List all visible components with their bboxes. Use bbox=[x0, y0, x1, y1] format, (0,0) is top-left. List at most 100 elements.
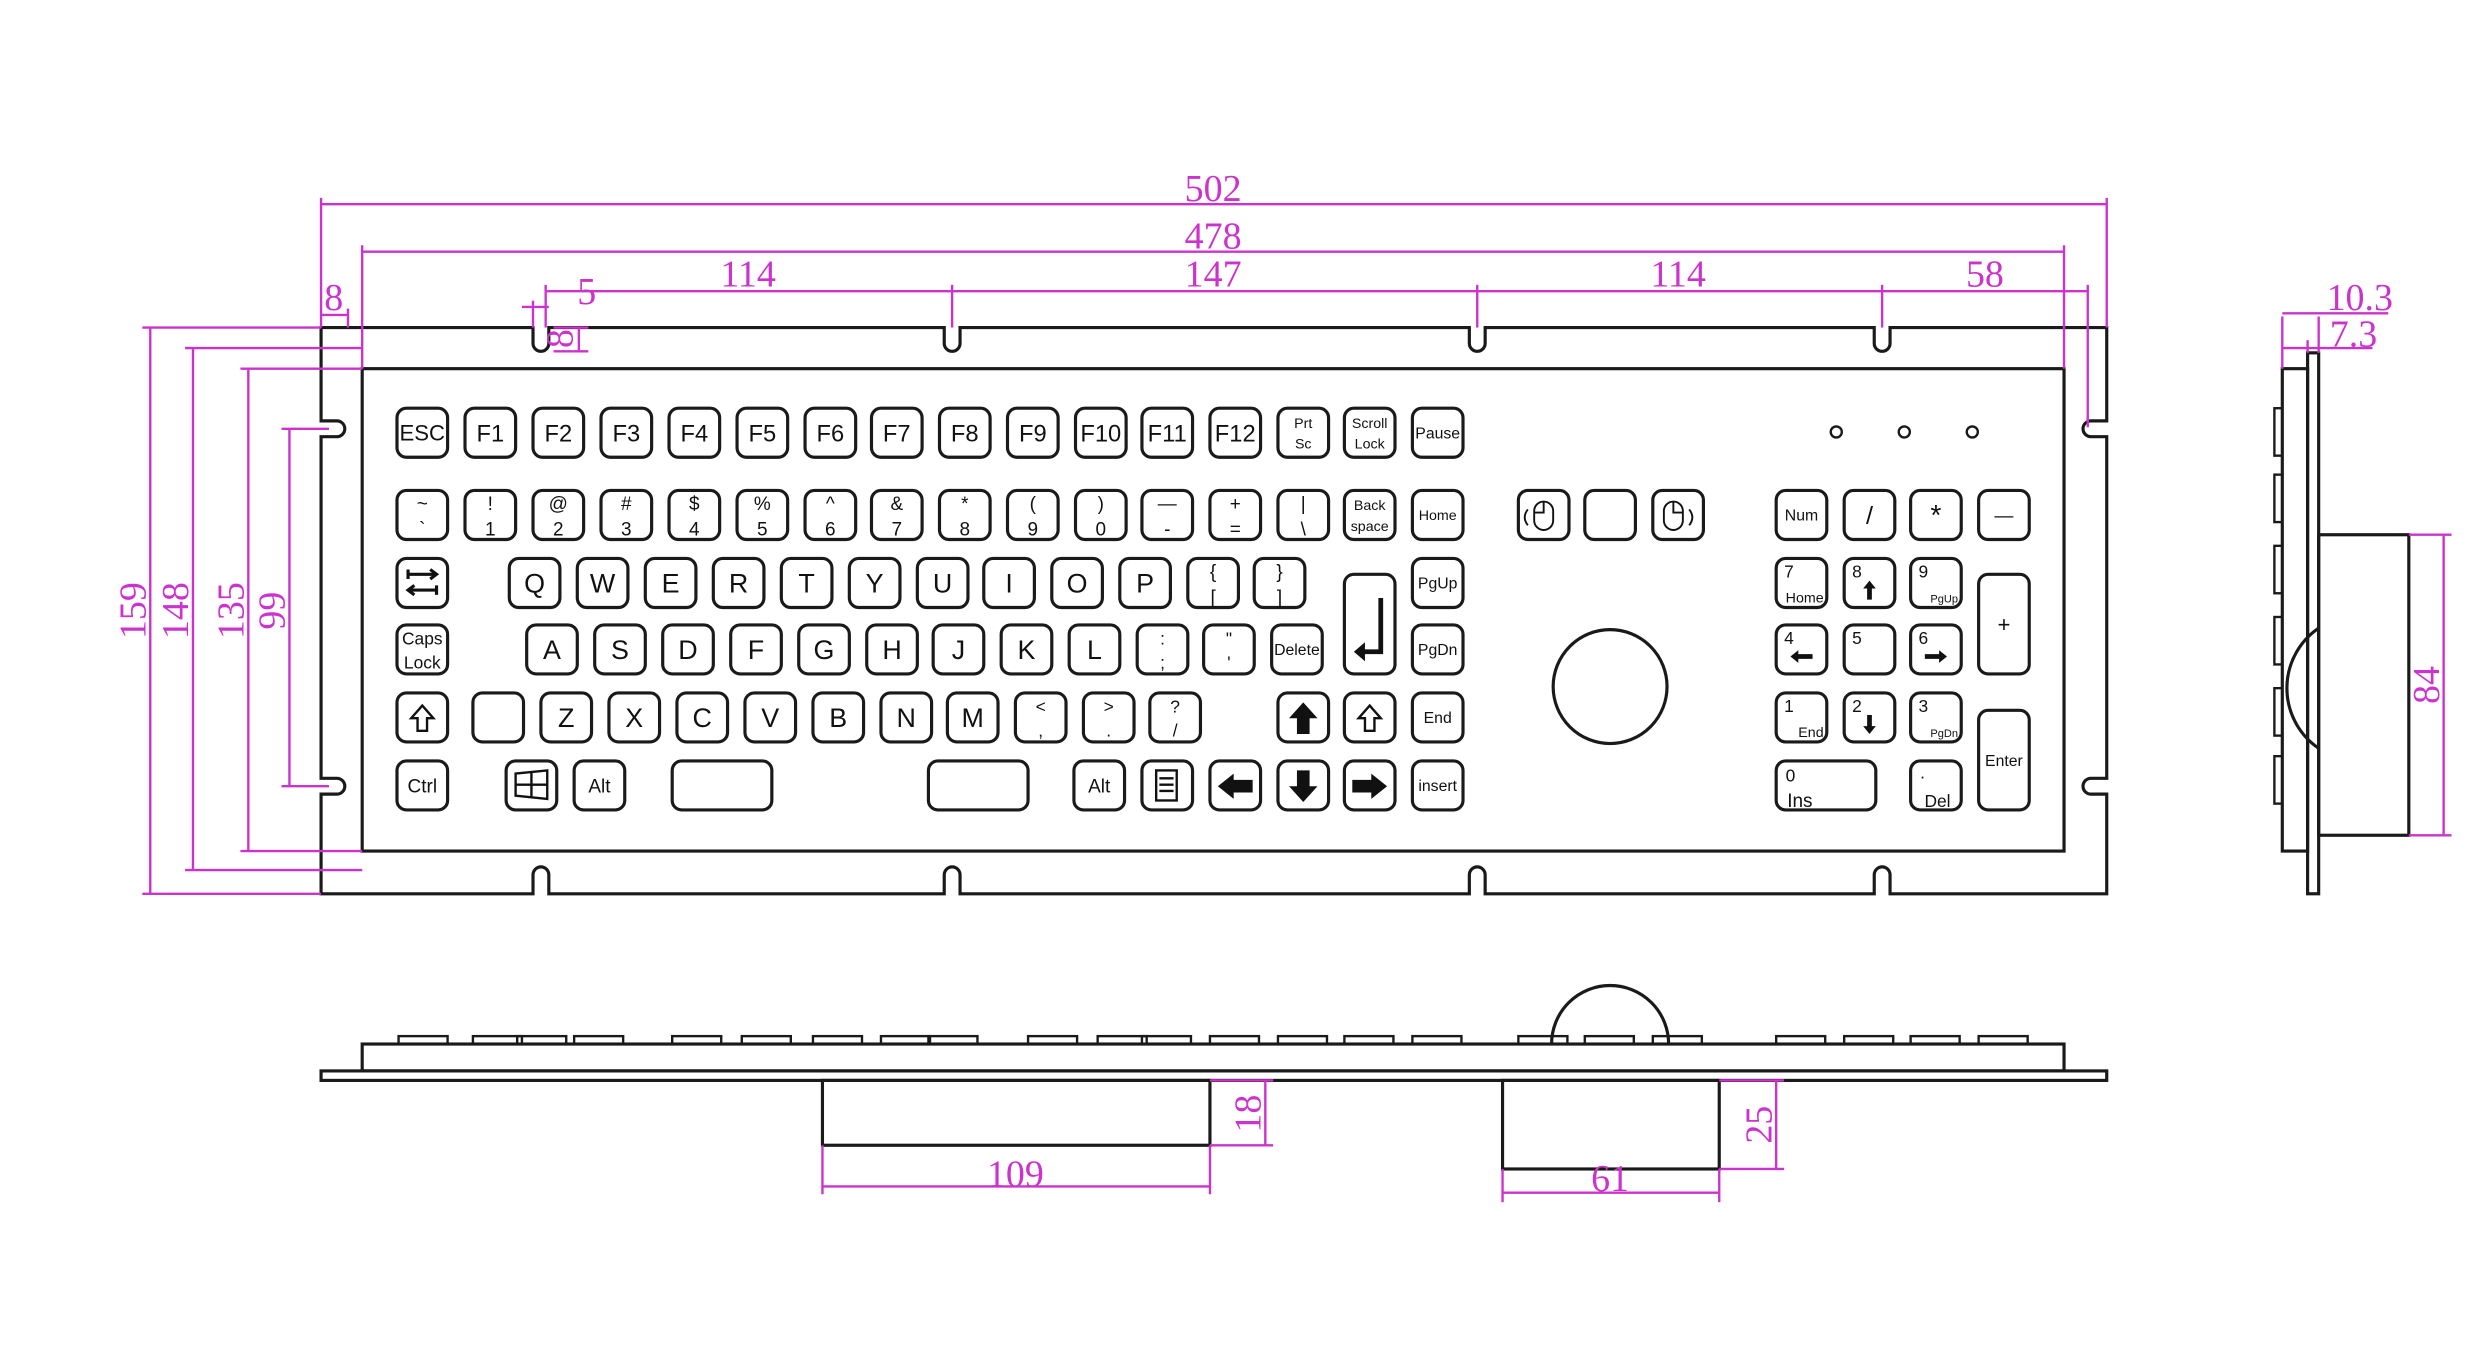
letter-key-k[interactable]: K bbox=[999, 623, 1054, 676]
letter-key-i[interactable]: I bbox=[982, 556, 1036, 610]
letter-key-y[interactable]: Y bbox=[847, 556, 902, 610]
arrow-left-key[interactable] bbox=[1208, 759, 1263, 812]
numpad-6-key[interactable]: 6 bbox=[1909, 623, 1963, 676]
tab-key[interactable] bbox=[395, 556, 450, 610]
letter-key-g[interactable]: G bbox=[797, 623, 851, 676]
number-row-key[interactable]: #3 bbox=[599, 488, 654, 542]
f10-key[interactable]: F10 bbox=[1073, 406, 1128, 459]
numpad-slash-key[interactable]: / bbox=[1842, 488, 1897, 542]
numpad-4-key[interactable]: 4 bbox=[1774, 623, 1829, 676]
blank-key[interactable] bbox=[471, 691, 526, 744]
letter-key-q[interactable]: Q bbox=[507, 556, 562, 610]
numpad-dot-key[interactable]: .Del bbox=[1909, 759, 1963, 812]
end-key[interactable]: End bbox=[1410, 691, 1465, 744]
letter-key-f[interactable]: F bbox=[729, 623, 783, 676]
f2-key[interactable]: F2 bbox=[531, 406, 586, 459]
letter-key-j[interactable]: J bbox=[931, 623, 986, 676]
semicolon-key[interactable]: :; bbox=[1135, 623, 1190, 676]
numpad-8-key[interactable]: 8 bbox=[1842, 556, 1897, 610]
ctrl-key[interactable]: Ctrl bbox=[395, 759, 450, 812]
number-row-key[interactable]: )0 bbox=[1073, 488, 1128, 542]
slash-key[interactable]: ?/ bbox=[1148, 691, 1203, 744]
shift-key-right[interactable] bbox=[1342, 691, 1397, 744]
letter-key-p[interactable]: P bbox=[1118, 556, 1172, 610]
number-row-key[interactable]: —- bbox=[1140, 488, 1195, 542]
letter-key-o[interactable]: O bbox=[1050, 556, 1104, 610]
numpad-star-key[interactable]: * bbox=[1909, 488, 1963, 542]
letter-key-w[interactable]: W bbox=[575, 556, 630, 610]
letter-key-s[interactable]: S bbox=[593, 623, 647, 676]
numpad-enter-key[interactable]: Enter bbox=[1977, 708, 2031, 812]
numpad-2-key[interactable]: 2 bbox=[1842, 691, 1897, 744]
number-row-key[interactable]: += bbox=[1208, 488, 1263, 542]
f11-key[interactable]: F11 bbox=[1140, 406, 1195, 459]
number-row-key[interactable]: @2 bbox=[531, 488, 586, 542]
number-row-key[interactable]: *8 bbox=[937, 488, 992, 542]
numpad-plus-key[interactable]: + bbox=[1977, 572, 2031, 676]
f1-key[interactable]: F1 bbox=[463, 406, 518, 459]
f9-key[interactable]: F9 bbox=[1005, 406, 1060, 459]
letter-key-m[interactable]: M bbox=[945, 691, 1000, 744]
letter-key-x[interactable]: X bbox=[607, 691, 662, 744]
home-key[interactable]: Home bbox=[1410, 488, 1465, 542]
letter-key-n[interactable]: N bbox=[879, 691, 934, 744]
period-key[interactable]: >. bbox=[1081, 691, 1136, 744]
number-row-key[interactable]: (9 bbox=[1005, 488, 1060, 542]
letter-key-t[interactable]: T bbox=[779, 556, 834, 610]
f7-key[interactable]: F7 bbox=[869, 406, 924, 459]
shift-key-left[interactable] bbox=[395, 691, 450, 744]
letter-key-c[interactable]: C bbox=[675, 691, 730, 744]
letter-key-b[interactable]: B bbox=[811, 691, 866, 744]
letter-key-h[interactable]: H bbox=[865, 623, 919, 676]
arrow-right-key[interactable] bbox=[1342, 759, 1397, 812]
pause-key[interactable]: Pause bbox=[1410, 406, 1465, 459]
enter-key[interactable] bbox=[1342, 572, 1397, 676]
number-row-key[interactable]: !1 bbox=[463, 488, 518, 542]
letter-key-e[interactable]: E bbox=[643, 556, 698, 610]
letter-key-a[interactable]: A bbox=[525, 623, 579, 676]
number-row-key[interactable]: ~` bbox=[395, 488, 450, 542]
number-row-key[interactable]: $4 bbox=[667, 488, 722, 542]
alt-key-right[interactable]: Alt bbox=[1072, 759, 1127, 812]
comma-key[interactable]: <, bbox=[1013, 691, 1068, 744]
numpad-5-key[interactable]: 5 bbox=[1842, 623, 1897, 676]
mouse-middle-button[interactable] bbox=[1583, 488, 1637, 542]
number-row-key[interactable]: &7 bbox=[869, 488, 924, 542]
letter-key-l[interactable]: L bbox=[1067, 623, 1122, 676]
alt-key-left[interactable]: Alt bbox=[572, 759, 627, 812]
esc-key[interactable]: ESC bbox=[395, 406, 450, 459]
letter-key-v[interactable]: V bbox=[743, 691, 798, 744]
mouse-left-button[interactable] bbox=[1516, 488, 1571, 542]
number-row-key[interactable]: ^6 bbox=[803, 488, 858, 542]
f5-key[interactable]: F5 bbox=[735, 406, 790, 459]
letter-key-d[interactable]: D bbox=[661, 623, 715, 676]
number-row-key[interactable]: |\ bbox=[1276, 488, 1331, 542]
space-key-left[interactable] bbox=[670, 759, 774, 812]
letter-key-z[interactable]: Z bbox=[539, 691, 594, 744]
pgup-key[interactable]: PgUp bbox=[1410, 556, 1465, 610]
bracket-open-key[interactable]: {[ bbox=[1186, 556, 1240, 610]
quote-key[interactable]: "' bbox=[1202, 623, 1256, 676]
numpad-num-key[interactable]: Num bbox=[1774, 488, 1829, 542]
mouse-right-button[interactable] bbox=[1651, 488, 1705, 542]
menu-key[interactable] bbox=[1140, 759, 1195, 812]
number-row-key[interactable]: %5 bbox=[735, 488, 790, 542]
delete-key[interactable]: Delete bbox=[1270, 623, 1324, 676]
f6-key[interactable]: F6 bbox=[803, 406, 858, 459]
f8-key[interactable]: F8 bbox=[937, 406, 992, 459]
space-key-right[interactable] bbox=[926, 759, 1030, 812]
windows-key[interactable] bbox=[504, 759, 559, 812]
insert-key[interactable]: insert bbox=[1410, 759, 1465, 812]
arrow-down-key[interactable] bbox=[1276, 759, 1331, 812]
letter-key-u[interactable]: U bbox=[915, 556, 970, 610]
arrow-up-key[interactable] bbox=[1276, 691, 1331, 744]
